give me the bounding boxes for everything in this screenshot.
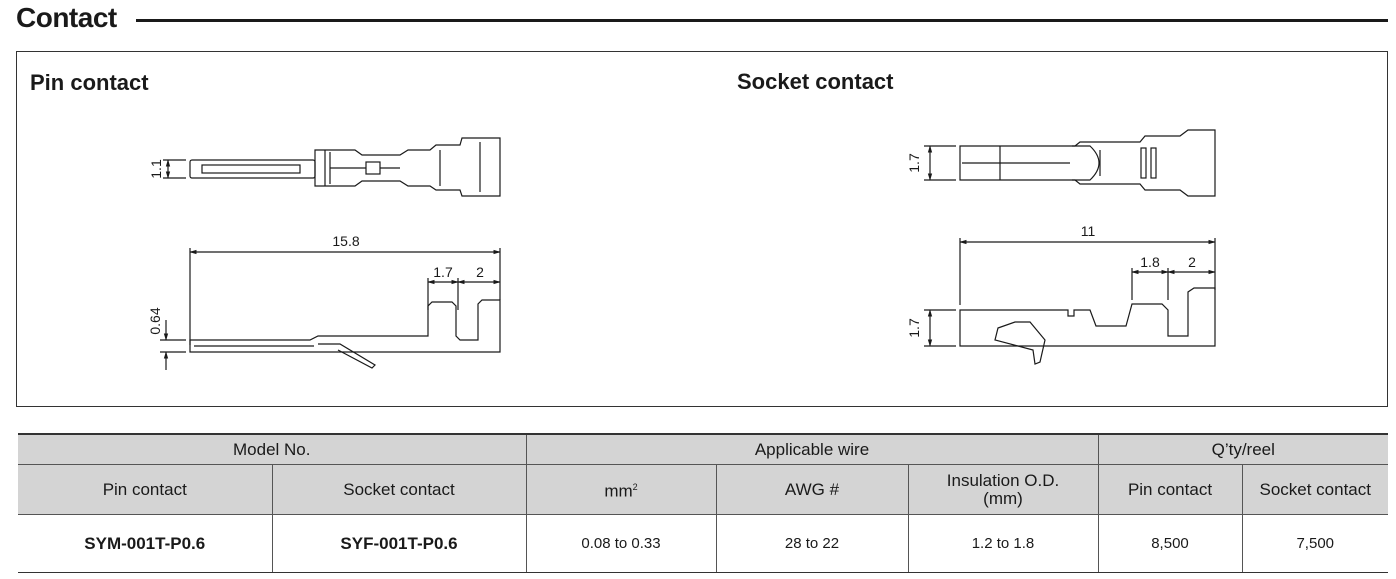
insulation-label: Insulation O.D. [946, 470, 1060, 490]
mm2-cell: 0.08 to 0.33 [526, 514, 717, 573]
awg-col-header: AWG # [716, 464, 909, 515]
insulation-col-header: Insulation O.D.(mm) [908, 464, 1099, 515]
pin-side-view [160, 248, 501, 370]
qty-pin-cell: 8,500 [1098, 514, 1243, 573]
qty-socket-col-header: Socket contact [1242, 464, 1388, 515]
pin-top-view [163, 137, 501, 197]
awg-cell: 28 to 22 [716, 514, 909, 573]
insulation-cell: 1.2 to 1.8 [908, 514, 1099, 573]
mm2-superscript: 2 [632, 482, 638, 493]
model-no-header: Model No. [18, 433, 527, 465]
applicable-wire-header: Applicable wire [526, 433, 1099, 465]
pin-crimp2-dim: 2 [476, 264, 484, 280]
qty-socket-cell: 7,500 [1242, 514, 1388, 573]
pin-contact-col-header: Pin contact [18, 464, 273, 515]
socket-contact-col-header: Socket contact [272, 464, 527, 515]
socket-contact-heading: Socket contact [737, 69, 894, 94]
socket-model-cell: SYF-001T-P0.6 [272, 514, 527, 573]
socket-side-height-dim: 1.7 [906, 318, 922, 338]
socket-side-view [924, 238, 1216, 365]
pin-length-dim: 15.8 [332, 233, 359, 249]
pin-model-cell: SYM-001T-P0.6 [18, 514, 273, 573]
socket-height-dim: 1.7 [906, 153, 922, 173]
socket-crimp1-dim: 1.8 [1140, 254, 1160, 270]
pin-contact-heading: Pin contact [30, 70, 149, 95]
mm2-col-header: mm2 [526, 464, 717, 515]
mm2-label: mm [604, 481, 633, 501]
socket-length-dim: 11 [1081, 223, 1096, 239]
section-title: Contact [16, 2, 117, 33]
socket-top-view [924, 129, 1216, 197]
pin-crimp1-dim: 1.7 [433, 264, 453, 280]
table-row: SYM-001T-P0.6 SYF-001T-P0.6 0.08 to 0.33… [18, 514, 1388, 573]
insulation-unit: (mm) [983, 488, 1023, 508]
pin-height-dim: 1.1 [148, 159, 164, 179]
spec-table: Model No. Applicable wire Q’ty/reel Pin … [18, 433, 1388, 573]
qty-pin-col-header: Pin contact [1098, 464, 1243, 515]
figure-box [16, 51, 1388, 407]
title-rule [136, 19, 1388, 22]
contact-drawings: 1.1 15.8 1.7 2 0.64 1.7 [147, 129, 1216, 370]
pin-thickness-dim: 0.64 [147, 307, 163, 334]
qty-reel-header: Q’ty/reel [1098, 433, 1388, 465]
socket-crimp2-dim: 2 [1188, 254, 1196, 270]
